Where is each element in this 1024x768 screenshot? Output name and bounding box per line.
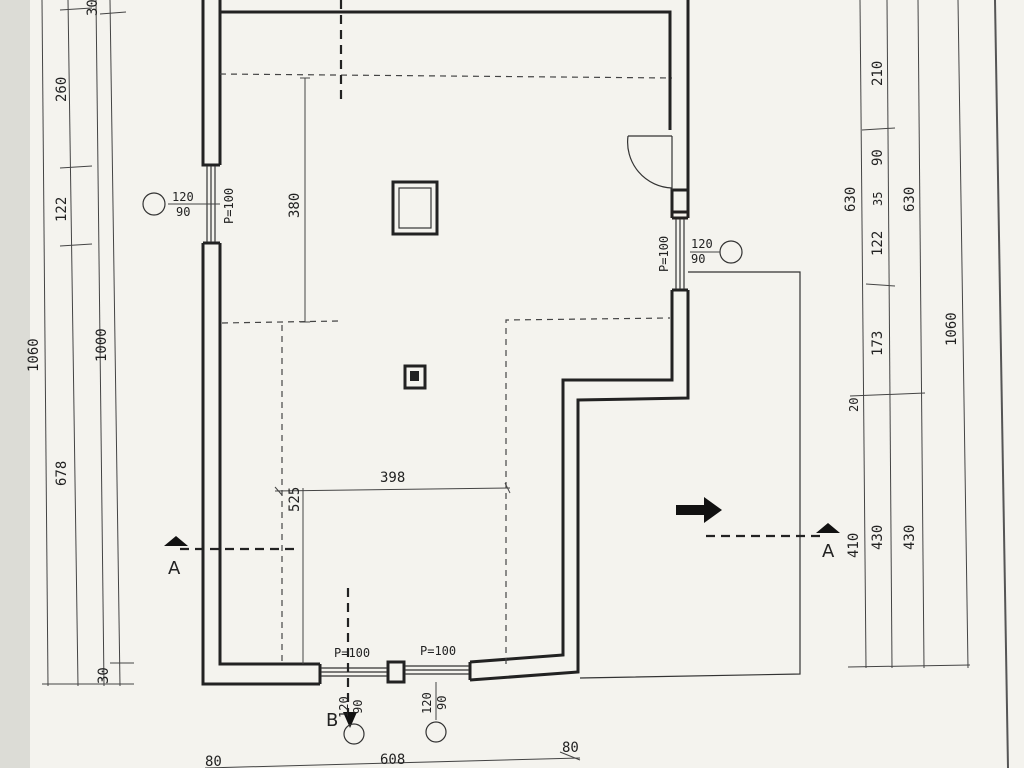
bottom-dimension-chain: [204, 751, 581, 768]
window-south-right-width: 120: [420, 692, 434, 714]
window-tags: [142, 192, 743, 745]
dim-left-c: 678: [54, 461, 70, 486]
section-mark-b: B: [326, 710, 338, 731]
section-line-a: [164, 497, 840, 551]
dim-interior-width-lower: 398: [380, 470, 405, 486]
right-dimension-chain: [847, 0, 971, 669]
dim-bottom-middle: 608: [380, 752, 405, 768]
window-west-height: 90: [176, 205, 190, 219]
dim-right-a: 210: [870, 61, 886, 86]
walls: [201, 0, 690, 686]
dim-right-span-430: 430: [902, 525, 918, 550]
section-mark-a-left: A: [168, 558, 181, 579]
section-b-arrow-icon: [343, 712, 357, 728]
dim-left-total: 1000: [94, 328, 110, 362]
window-east-width: 120: [691, 237, 713, 251]
window-east-height: 90: [691, 252, 705, 266]
door-pier: [670, 188, 690, 214]
dim-right-e: 173: [870, 331, 886, 356]
dim-left-edge: 1060: [26, 338, 42, 372]
chimney: [403, 364, 427, 390]
window-west-width: 120: [172, 190, 194, 204]
dim-right-b: 90: [870, 149, 886, 166]
dim-left-a: 260: [54, 77, 70, 102]
west-wall: [201, 243, 320, 686]
terrace-outline: [579, 271, 801, 679]
dim-right-span-630-a: 630: [843, 187, 859, 212]
window-south-left: [321, 667, 387, 677]
window-east: [675, 219, 685, 289]
paper-edge-right: [994, 0, 1009, 768]
dashed-projections: [219, 73, 673, 664]
window-south-right: [405, 665, 469, 675]
dim-right-total: 1060: [944, 312, 960, 346]
window-tag-west: [142, 192, 166, 216]
section-mark-a-right: A: [822, 541, 835, 562]
dim-right-span-630-b: 630: [902, 187, 918, 212]
window-south-left-sill: P=100: [334, 646, 370, 660]
window-tag-east: [719, 240, 743, 264]
window-tag-south-right: [425, 721, 447, 743]
dim-bottom-right: 80: [562, 740, 579, 756]
dim-interior-height-upper: 380: [287, 193, 303, 218]
dim-left-top: 30: [85, 0, 101, 16]
view-direction-arrow-icon: [676, 497, 722, 523]
dim-right-h: 430: [870, 525, 886, 550]
window-south-right-height: 90: [435, 696, 449, 710]
east-wall-lower: [469, 290, 690, 682]
north-inner-wall: [218, 0, 672, 130]
dim-right-d: 122: [870, 231, 886, 256]
interior-dimension-lines: [274, 77, 511, 664]
window-south-right-sill: P=100: [420, 644, 456, 658]
window-west-sill: P=100: [222, 188, 236, 224]
dim-right-g: 410: [846, 533, 862, 558]
bottom-pier: [386, 660, 406, 684]
dim-bottom-left: 80: [205, 754, 222, 768]
window-east-sill: P=100: [657, 236, 671, 272]
left-dimension-chain: [41, 0, 134, 687]
window-tag-south-left: [343, 723, 365, 745]
dim-right-f: 20: [847, 398, 861, 412]
window-south-left-width: 120: [337, 696, 351, 718]
dim-interior-height-lower: 525: [287, 487, 303, 512]
roof-hatch: [391, 180, 439, 236]
dim-left-bottom: 30: [96, 667, 112, 684]
dim-left-b: 122: [54, 197, 70, 222]
window-south-left-height: 90: [351, 700, 365, 714]
inner-step-wall: [469, 290, 674, 664]
dim-right-c: 35: [871, 192, 885, 206]
section-line-b: [339, 0, 357, 728]
door-swing: [627, 135, 673, 190]
paper-edge-left: [0, 0, 30, 768]
